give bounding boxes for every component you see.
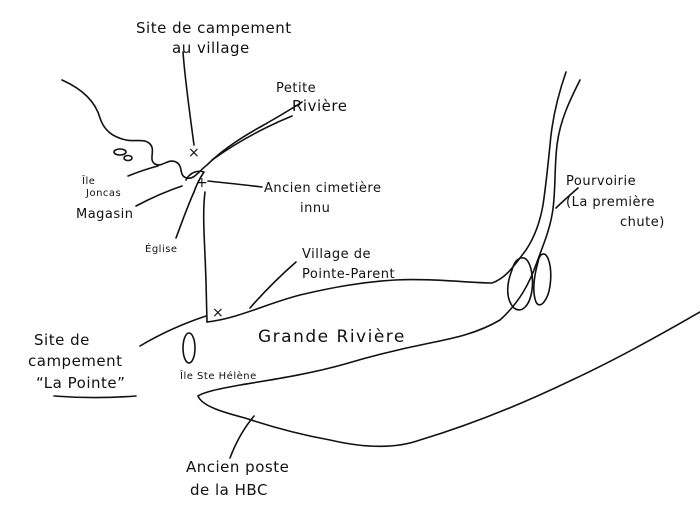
- leader-site-village: [182, 51, 195, 146]
- pourvoirie-label-line1: Pourvoirie: [566, 174, 636, 189]
- village-label-line2: Pointe-Parent: [302, 267, 395, 282]
- site-pointe-label-line3: “La Pointe”: [36, 374, 125, 392]
- la-pointe-underline: [53, 395, 137, 399]
- leader-hbc: [229, 415, 255, 459]
- leader-site-pointe: [139, 315, 207, 347]
- leader-ile-joncas: [127, 165, 159, 177]
- leader-magasin: [135, 185, 183, 207]
- leader-pourvoirie: [555, 187, 579, 209]
- leader-eglise: [175, 191, 195, 239]
- west-shore-line: [202, 191, 208, 323]
- river-island-east: [533, 253, 552, 306]
- grande-riviere-north-shore: [206, 71, 567, 323]
- leader-village: [249, 261, 297, 309]
- eglise-label: Église: [145, 242, 178, 255]
- north-coastline: [61, 79, 303, 180]
- hbc-label-line1: Ancien poste: [186, 458, 289, 476]
- leader-cimetiere: [207, 180, 263, 188]
- pourvoirie-label-line2: (La première: [566, 195, 655, 210]
- ile-joncas-label-line1: Île: [81, 174, 95, 187]
- cimetiere-label-line1: Ancien cimetière: [264, 181, 381, 196]
- site-village-label-line2: au village: [172, 39, 250, 57]
- cimetiere-label-line2: innu: [300, 201, 330, 216]
- ile-joncas-islet-1: [113, 148, 127, 156]
- south-shore-bay: [197, 311, 700, 448]
- ile-joncas-islet-2: [123, 154, 133, 162]
- grande-riviere-south-shore: [197, 79, 581, 397]
- ile-ste-helene-shape: [182, 332, 196, 364]
- ile-joncas-label-line2: Joncas: [85, 188, 121, 199]
- cemetery-cross-marker: +: [196, 175, 208, 191]
- grande-riviere-label: Grande Rivière: [258, 327, 406, 347]
- magasin-label: Magasin: [76, 207, 134, 222]
- hbc-label-line2: de la HBC: [190, 481, 268, 499]
- river-island-west: [506, 257, 534, 311]
- ile-ste-helene-label: Île Ste Hélène: [179, 369, 257, 382]
- petite-riviere-label-line1: Petite: [276, 81, 316, 96]
- petite-riviere-label-line2: Rivière: [292, 97, 347, 115]
- petite-riviere-channel: [185, 170, 205, 193]
- camp-pointe-marker: ×: [212, 305, 224, 321]
- leader-petite-riviere: [211, 115, 293, 161]
- village-label-line1: Village de: [302, 247, 371, 262]
- site-pointe-label-line2: campement: [28, 352, 123, 370]
- site-village-label-line1: Site de campement: [136, 19, 292, 37]
- pourvoirie-label-line3: chute): [620, 215, 665, 230]
- site-pointe-label-line1: Site de: [34, 331, 90, 349]
- camp-village-marker: ×: [188, 145, 200, 161]
